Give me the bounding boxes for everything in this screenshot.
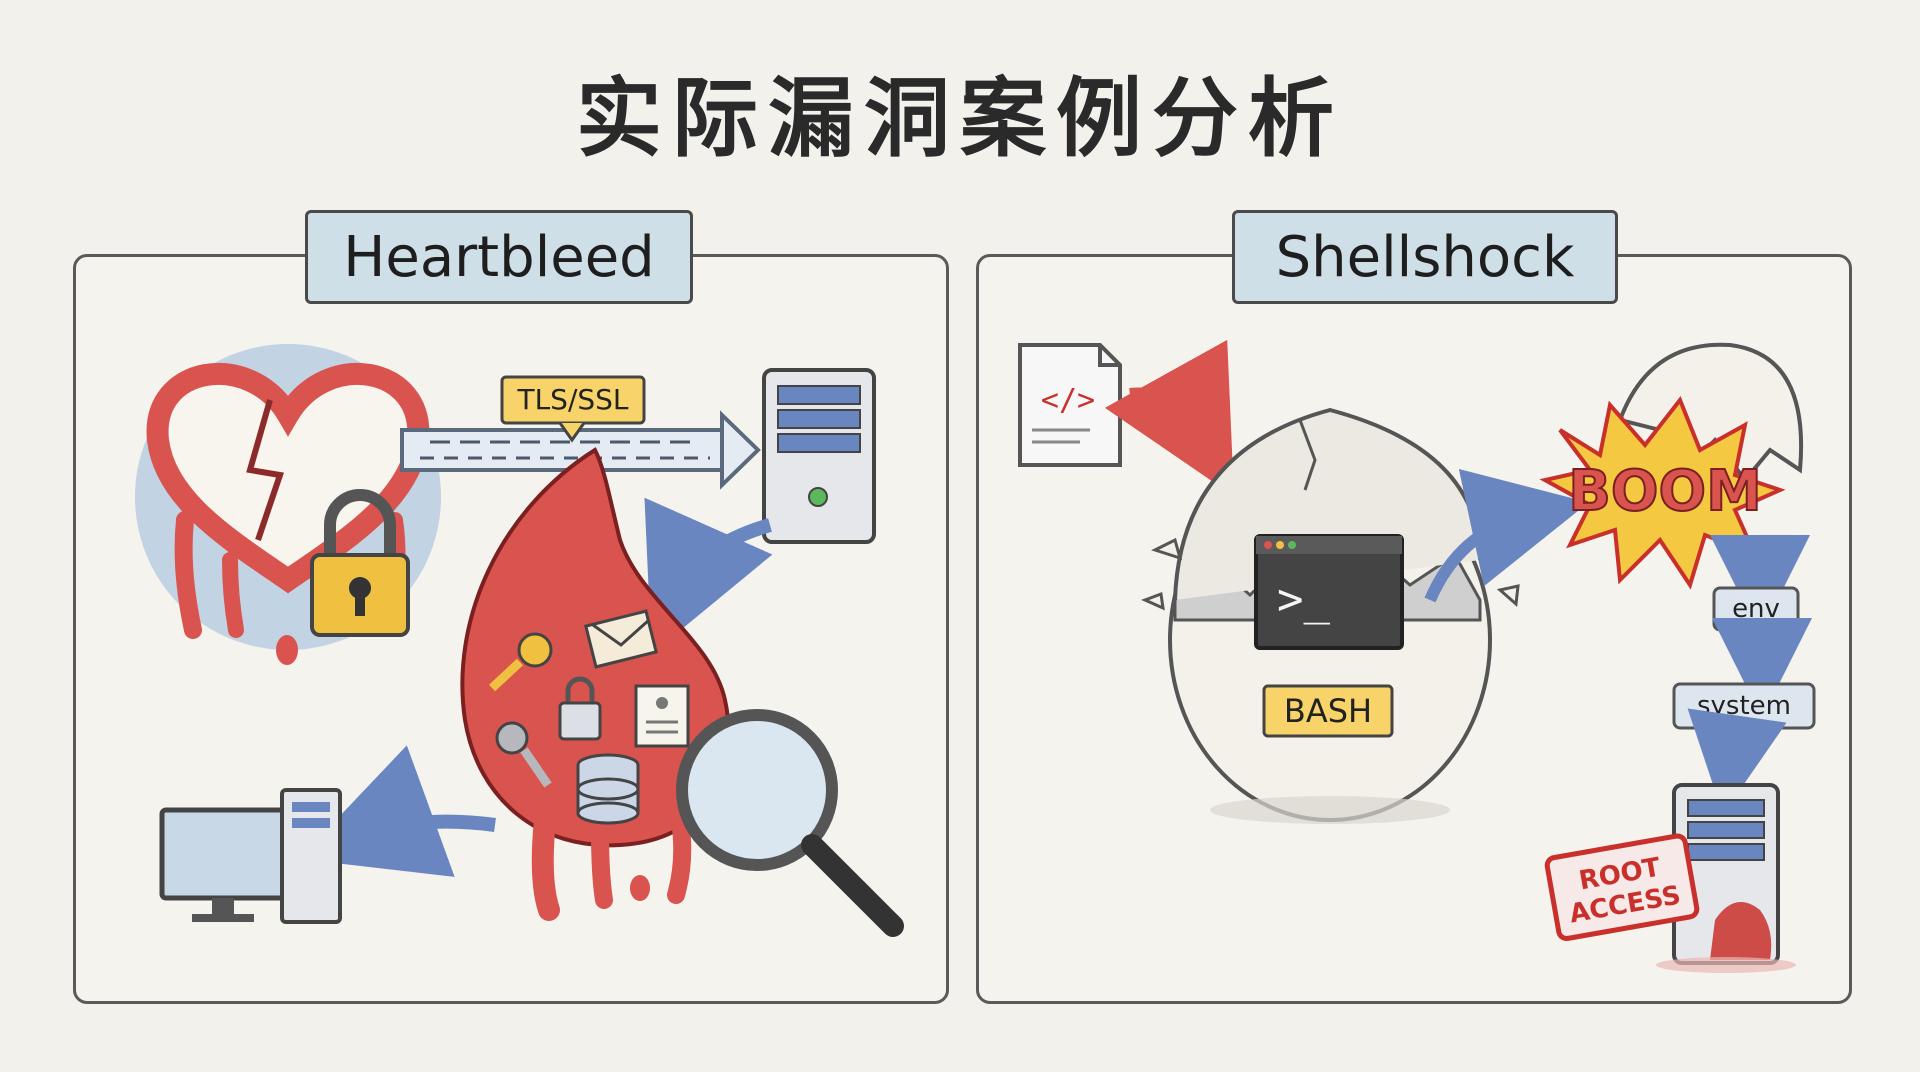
bash-label-text: BASH xyxy=(1284,692,1372,730)
explosion-text: BOOM xyxy=(1568,459,1762,524)
shell-fragments xyxy=(1141,537,1520,611)
tls-arrow xyxy=(400,410,761,490)
server-icon xyxy=(762,368,876,544)
bleeding-heart-icon xyxy=(146,362,430,665)
flow-step-system-label: system xyxy=(1697,691,1791,721)
terminal-icon: >_ xyxy=(1254,534,1404,650)
flow-step-env-label: env xyxy=(1732,594,1780,624)
root-access-stamp: ROOT ACCESS xyxy=(1544,833,1700,942)
small-padlock-icon xyxy=(558,676,602,741)
desktop-computer-icon xyxy=(159,788,342,924)
exploit-arrow xyxy=(1424,468,1589,603)
database-icon xyxy=(576,753,640,825)
magnifier-icon xyxy=(676,709,904,937)
code-file-icon: </> xyxy=(1018,343,1122,467)
compromised-server-icon xyxy=(1656,783,1796,973)
egg-top-shell xyxy=(1617,342,1804,484)
flow-arrow-1 xyxy=(1709,534,1810,635)
grey-key-icon xyxy=(495,721,552,788)
flow-arrow-3 xyxy=(1687,708,1787,815)
page-title: 实际漏洞案例分析 xyxy=(576,69,1344,169)
leak-arrow xyxy=(299,745,496,877)
bash-label: BASH xyxy=(1262,684,1394,738)
heartbleed-tab: Heartbleed xyxy=(305,210,693,304)
document-icon xyxy=(634,684,690,748)
flow-step-env: env xyxy=(1712,586,1800,632)
code-file-glyph: </> xyxy=(1041,383,1095,418)
return-arrow xyxy=(644,497,773,654)
injection-arrow xyxy=(1104,339,1235,497)
padlock-icon xyxy=(310,489,410,637)
shellshock-tab: Shellshock xyxy=(1232,210,1618,304)
tls-label-text: TLS/SSL xyxy=(516,383,628,416)
envelope-icon xyxy=(584,609,658,669)
key-icon xyxy=(488,632,553,692)
flow-step-system: system xyxy=(1672,682,1816,730)
tls-label: TLS/SSL xyxy=(500,375,646,443)
terminal-prompt: >_ xyxy=(1277,574,1330,625)
